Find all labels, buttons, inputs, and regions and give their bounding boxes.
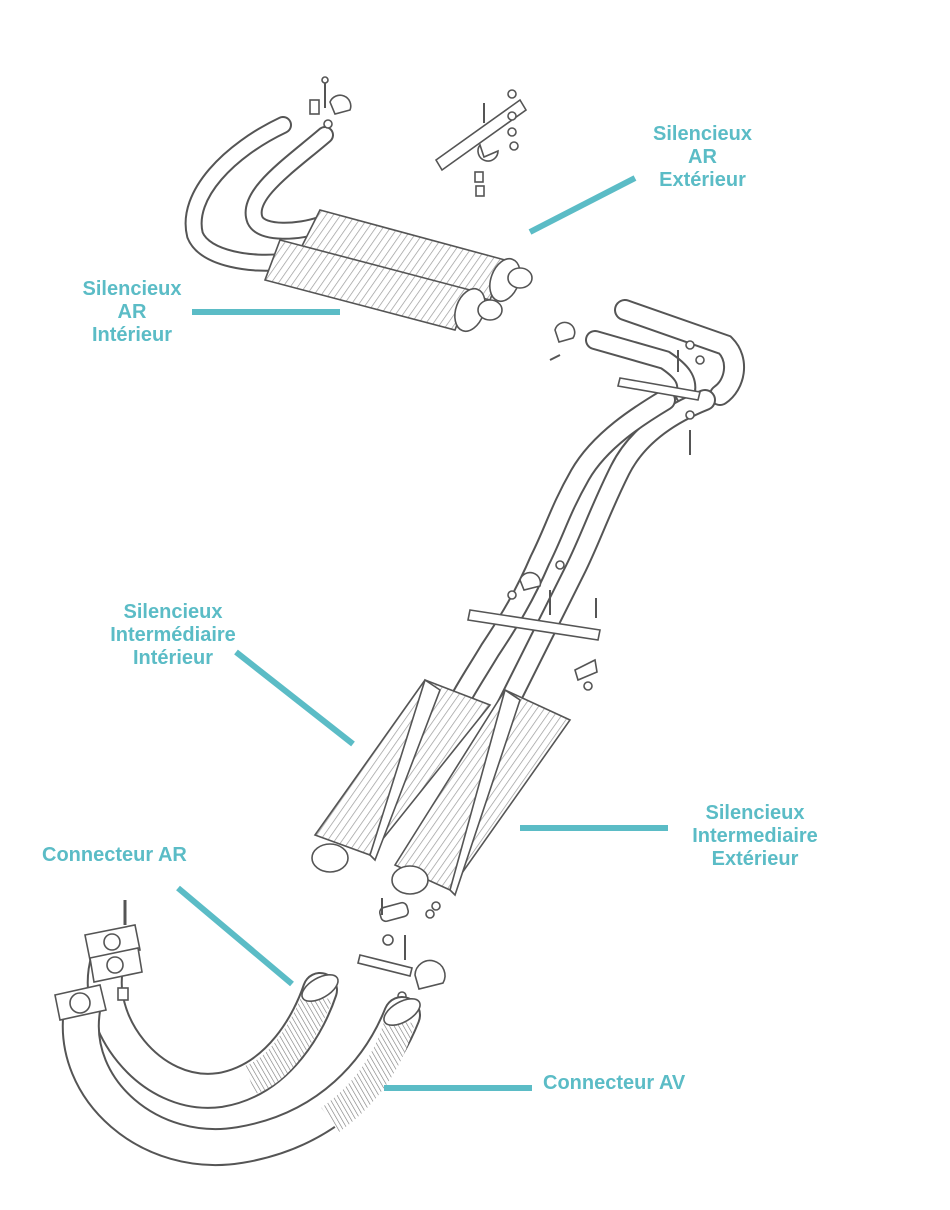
rear-hanger-left: [309, 76, 352, 129]
leader-line-silencieux-intermediaire-interieur: [234, 649, 355, 747]
upper-pipe-bracket: [549, 321, 705, 455]
label-line: Intermédiaire: [110, 624, 236, 646]
rear-hanger-right: [434, 89, 528, 197]
rear-muffler-assembly: [184, 76, 533, 333]
label-line: Silencieux: [123, 601, 223, 623]
intermediate-outer-outlet: [391, 865, 429, 895]
label-silencieux-ar-exterieur: Silencieux AR Extérieur: [630, 123, 775, 192]
label-connecteur-av: Connecteur AV: [543, 1072, 685, 1095]
intermediate-muffler-assembly: [311, 678, 572, 1001]
label-silencieux-intermediaire-exterieur: Silencieux Intermediaire Extérieur: [670, 802, 840, 871]
label-line: Intérieur: [132, 647, 214, 669]
label-line: AR: [688, 146, 717, 168]
intermediate-inner-outlet: [311, 843, 349, 873]
front-connector-assembly: [54, 900, 421, 1166]
label-line: Connecteur AR: [42, 844, 187, 866]
leader-line-connecteur-ar: [176, 885, 294, 987]
label-line: Intérieur: [91, 324, 173, 346]
label-line: Silencieux: [705, 802, 805, 824]
middle-pipe-assembly: [449, 299, 746, 721]
label-silencieux-intermediaire-interieur: Silencieux Intermédiaire Intérieur: [88, 601, 258, 670]
label-line: AR: [117, 301, 147, 323]
label-line: Extérieur: [659, 169, 746, 191]
manifold-flanges: [54, 900, 143, 1021]
leader-lines: [176, 175, 668, 1091]
label-line: Silencieux: [82, 278, 182, 300]
label-line: Connecteur AV: [543, 1072, 686, 1094]
label-line: Silencieux: [653, 123, 752, 145]
middle-pipe-bracket: [467, 560, 601, 691]
label-silencieux-ar-interieur: Silencieux AR Intérieur: [62, 278, 202, 347]
leader-line-silencieux-ar-exterieur: [528, 175, 637, 235]
label-line: Intermediaire: [692, 825, 818, 847]
rear-inner-muffler: [263, 239, 472, 331]
label-connecteur-ar: Connecteur AR: [42, 844, 187, 867]
label-line: Extérieur: [711, 848, 799, 870]
front-clamp: [357, 898, 446, 1001]
